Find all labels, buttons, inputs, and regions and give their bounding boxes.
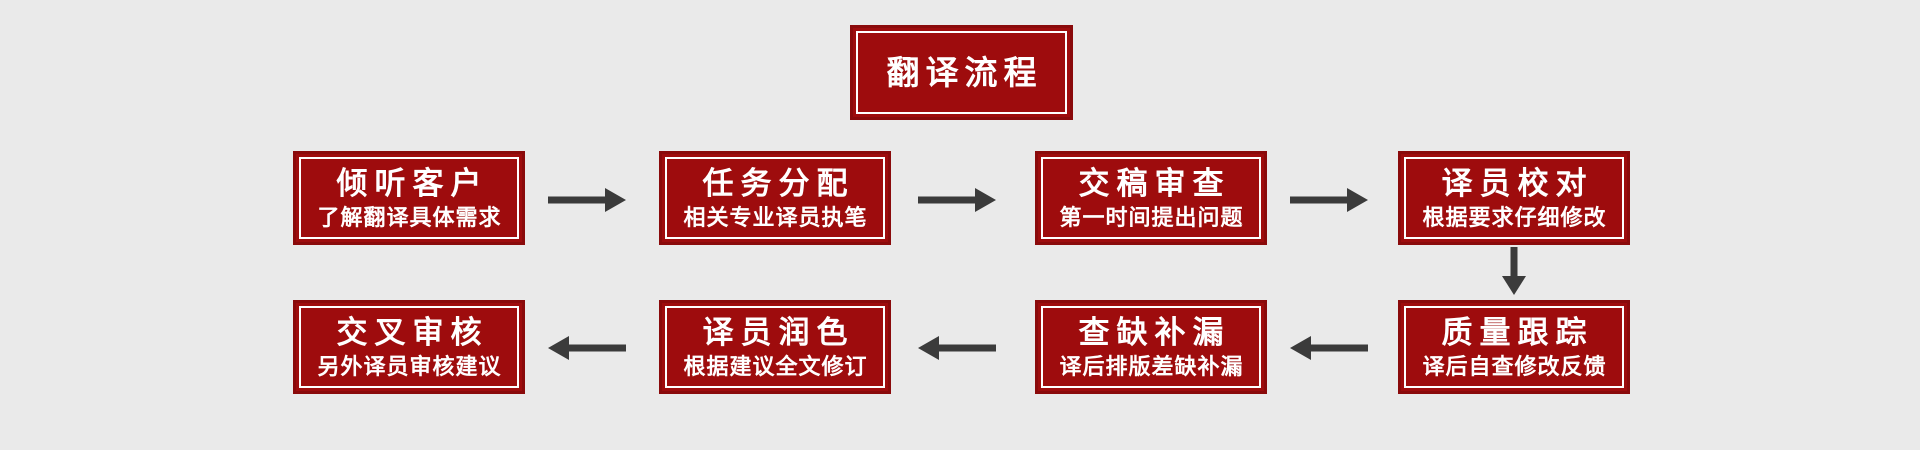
- arrow-right-icon: [548, 185, 626, 215]
- arrow-left-icon: [918, 333, 996, 363]
- step-title: 译员润色: [702, 315, 855, 351]
- step-box-listen-to-client: 倾听客户 了解翻译具体需求: [293, 151, 525, 245]
- step-subtitle: 另外译员审核建议: [317, 353, 502, 379]
- step-subtitle: 译后排版差缺补漏: [1059, 353, 1244, 379]
- step-title: 交叉审核: [336, 315, 489, 351]
- step-subtitle: 译后自查修改反馈: [1422, 353, 1607, 379]
- step-subtitle: 第一时间提出问题: [1059, 204, 1244, 230]
- flowchart-title-box: 翻译流程: [850, 25, 1073, 120]
- step-box-quality-tracking: 质量跟踪 译后自查修改反馈: [1398, 300, 1630, 394]
- step-title: 质量跟踪: [1441, 315, 1594, 351]
- step-inner: 质量跟踪 译后自查修改反馈: [1404, 306, 1624, 388]
- step-inner: 倾听客户 了解翻译具体需求: [299, 157, 519, 239]
- arrow-down-icon: [1499, 247, 1529, 295]
- step-inner: 译员校对 根据要求仔细修改: [1404, 157, 1624, 239]
- step-box-gap-filling: 查缺补漏 译后排版差缺补漏: [1035, 300, 1267, 394]
- step-subtitle: 相关专业译员执笔: [683, 204, 868, 230]
- step-box-task-assignment: 任务分配 相关专业译员执笔: [659, 151, 891, 245]
- step-inner: 译员润色 根据建议全文修订: [665, 306, 885, 388]
- arrow-right-icon: [918, 185, 996, 215]
- step-title: 倾听客户: [336, 166, 489, 202]
- step-box-translator-polishing: 译员润色 根据建议全文修订: [659, 300, 891, 394]
- step-inner: 查缺补漏 译后排版差缺补漏: [1041, 306, 1261, 388]
- step-subtitle: 根据建议全文修订: [683, 353, 868, 379]
- flowchart-title: 翻译流程: [886, 53, 1043, 91]
- step-subtitle: 根据要求仔细修改: [1422, 204, 1607, 230]
- arrow-right-icon: [1290, 185, 1368, 215]
- step-box-translator-proofreading: 译员校对 根据要求仔细修改: [1398, 151, 1630, 245]
- arrow-left-icon: [1290, 333, 1368, 363]
- step-title: 交稿审查: [1078, 166, 1231, 202]
- step-inner: 任务分配 相关专业译员执笔: [665, 157, 885, 239]
- step-inner: 交叉审核 另外译员审核建议: [299, 306, 519, 388]
- step-title: 任务分配: [702, 166, 855, 202]
- step-title: 译员校对: [1441, 166, 1594, 202]
- step-box-draft-review: 交稿审查 第一时间提出问题: [1035, 151, 1267, 245]
- arrow-left-icon: [548, 333, 626, 363]
- step-subtitle: 了解翻译具体需求: [317, 204, 502, 230]
- step-inner: 交稿审查 第一时间提出问题: [1041, 157, 1261, 239]
- step-box-cross-review: 交叉审核 另外译员审核建议: [293, 300, 525, 394]
- step-title: 查缺补漏: [1078, 315, 1231, 351]
- flowchart-title-inner: 翻译流程: [856, 31, 1067, 114]
